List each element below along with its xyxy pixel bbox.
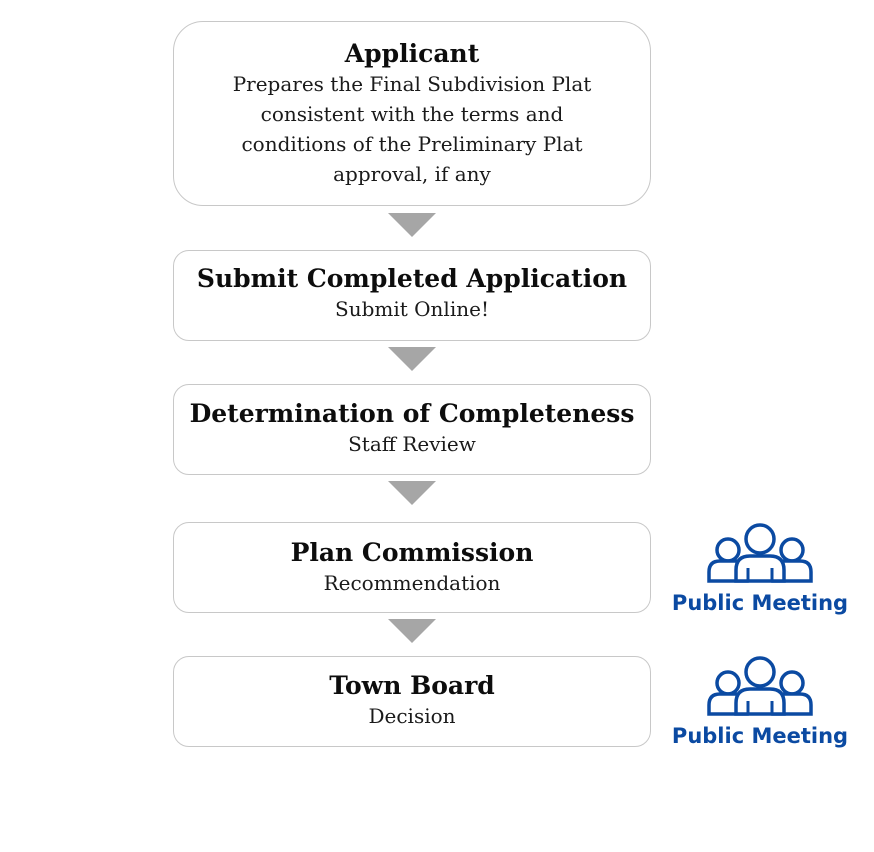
public-meeting-badge: Public Meeting xyxy=(660,522,860,616)
step-determination-description: Staff Review xyxy=(348,432,476,456)
step-plan-description: Recommendation xyxy=(323,571,501,595)
public-meeting-label: Public Meeting xyxy=(671,591,849,615)
step-plan-commission: Plan Commission Recommendation xyxy=(173,522,651,613)
step-town-board: Town Board Decision xyxy=(173,656,651,747)
step-town-description: Decision xyxy=(368,704,456,728)
down-arrow-icon xyxy=(388,347,436,371)
step-applicant-description: Prepares the Final Subdivision Plat cons… xyxy=(232,72,592,186)
down-arrow-icon xyxy=(388,481,436,505)
step-submit-description: Submit Online! xyxy=(335,297,489,321)
step-determination-title: Determination of Completeness xyxy=(189,399,635,428)
step-plan-title: Plan Commission xyxy=(290,538,534,567)
down-arrow-icon xyxy=(388,619,436,643)
people-group-icon xyxy=(707,656,813,716)
step-submit-application: Submit Completed Application Submit Onli… xyxy=(173,250,651,341)
step-determination: Determination of Completeness Staff Revi… xyxy=(173,384,651,475)
public-meeting-badge: Public Meeting xyxy=(660,655,860,749)
public-meeting-label: Public Meeting xyxy=(671,724,849,748)
step-applicant: Applicant Prepares the Final Subdivision… xyxy=(173,21,651,206)
down-arrow-icon xyxy=(388,213,436,237)
step-submit-title: Submit Completed Application xyxy=(196,264,628,293)
people-group-icon xyxy=(707,523,813,583)
step-applicant-title: Applicant xyxy=(344,39,480,68)
step-town-title: Town Board xyxy=(329,671,495,700)
